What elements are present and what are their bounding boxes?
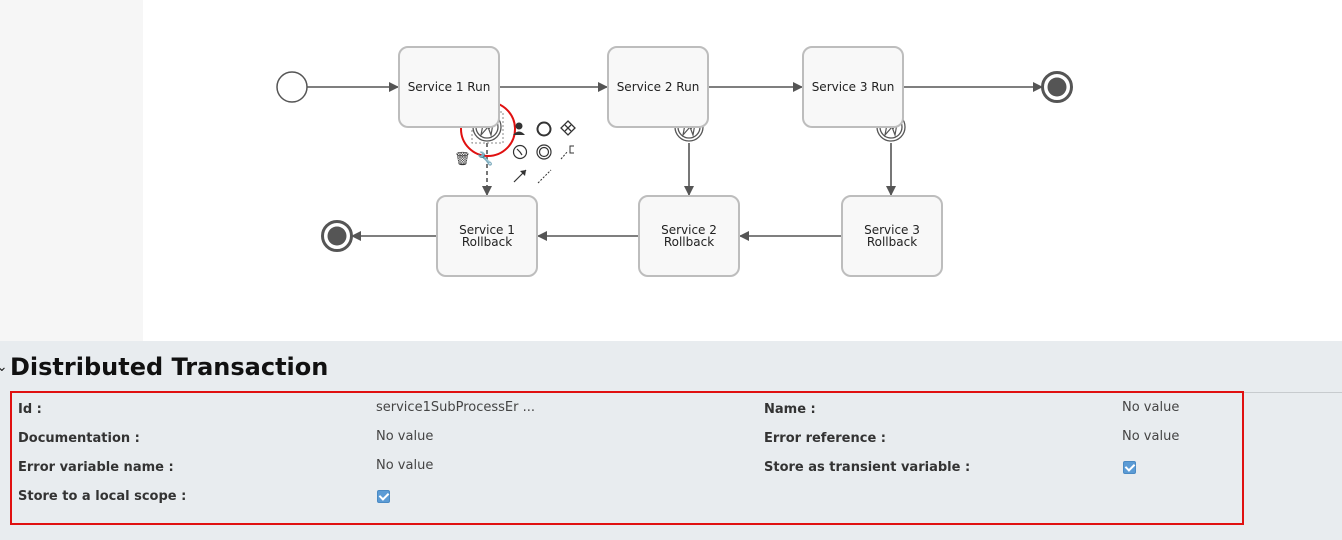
pad-intermediate-event-icon[interactable] (536, 121, 552, 137)
pad-text-annotation-icon[interactable] (560, 145, 574, 160)
task-label: Service 2 Rollback (661, 223, 717, 249)
task-label: Service 3 Run (811, 80, 895, 94)
pad-connect-icon[interactable] (513, 169, 527, 183)
collapse-chevron-icon[interactable]: ⌄ (0, 359, 8, 375)
pad-association-icon[interactable] (537, 169, 552, 184)
prop-value-name[interactable]: No value (1122, 400, 1180, 415)
diagram-svg (276, 71, 1073, 252)
prop-value-documentation[interactable]: No value (376, 429, 434, 444)
task-service-3-rollback[interactable]: Service 3 Rollback (841, 195, 943, 277)
prop-label-documentation: Documentation : (18, 431, 140, 446)
prop-value-error-variable-name[interactable]: No value (376, 458, 434, 473)
prop-value-error-reference[interactable]: No value (1122, 429, 1180, 444)
prop-label-name: Name : (764, 402, 816, 417)
pad-user-task-icon[interactable] (513, 122, 525, 136)
task-label: Service 1 Run (407, 80, 491, 94)
left-sidebar-strip (0, 0, 143, 341)
start-event[interactable] (276, 71, 308, 103)
prop-value-id[interactable]: service1SubProcessEr ... (376, 400, 535, 415)
task-service-2-run[interactable]: Service 2 Run (607, 46, 709, 128)
task-service-2-rollback[interactable]: Service 2 Rollback (638, 195, 740, 277)
properties-panel: ⌄ Distributed Transaction Id : service1S… (0, 341, 1342, 540)
pad-timer-icon[interactable] (512, 144, 528, 160)
task-label: Service 1 Rollback (459, 223, 515, 249)
prop-label-id: Id : (18, 402, 42, 417)
properties-highlight-box: Id : service1SubProcessEr ... Name : No … (10, 391, 1244, 525)
store-transient-checkbox[interactable] (1123, 461, 1136, 474)
task-service-3-run[interactable]: Service 3 Run (802, 46, 904, 128)
pad-wrench-icon[interactable]: 🔧 (477, 152, 494, 167)
panel-title: Distributed Transaction (10, 353, 329, 381)
bpmn-canvas[interactable]: Service 1 Run Service 2 Run Service 3 Ru… (0, 0, 1342, 341)
task-service-1-run[interactable]: Service 1 Run (398, 46, 500, 128)
store-local-scope-checkbox[interactable] (377, 490, 390, 503)
panel-header: ⌄ Distributed Transaction (0, 351, 328, 383)
task-label: Service 3 Rollback (864, 223, 920, 249)
prop-label-error-variable-name: Error variable name : (18, 460, 174, 475)
prop-label-store-transient: Store as transient variable : (764, 460, 971, 475)
prop-label-store-local-scope: Store to a local scope : (18, 489, 187, 504)
end-event-bottom[interactable] (321, 220, 353, 252)
pad-gateway-icon[interactable] (560, 120, 576, 136)
task-label: Service 2 Run (616, 80, 700, 94)
end-event-top[interactable] (1041, 71, 1073, 103)
prop-label-error-reference: Error reference : (764, 431, 887, 446)
pad-boundary-event-icon[interactable] (536, 144, 552, 160)
pad-delete-icon[interactable]: 🗑 (454, 152, 471, 167)
task-service-1-rollback[interactable]: Service 1 Rollback (436, 195, 538, 277)
